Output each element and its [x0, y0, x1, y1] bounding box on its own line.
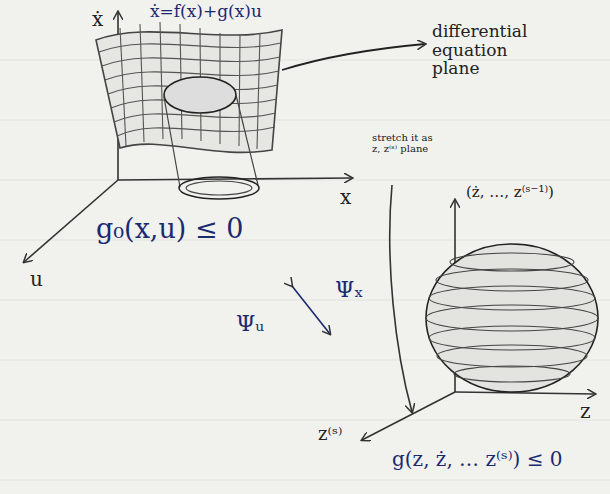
axes-xu	[24, 12, 352, 262]
paper-lines	[0, 60, 610, 480]
leader-arrow	[282, 44, 425, 70]
axis-label: z⁽ˢ⁾	[318, 424, 342, 444]
axis-label: u	[30, 268, 43, 290]
constraint-label: g₀(x,u) ≤ 0	[96, 214, 243, 244]
note-label: differential equation plane	[432, 22, 544, 78]
axis-label: (ż, …, z⁽ˢ⁻¹⁾)	[466, 184, 554, 201]
axis-label: z	[580, 400, 591, 422]
constraint-ellipse	[164, 77, 236, 113]
mapping-arrow	[292, 286, 330, 334]
note-label: stretch it as z, z⁽ˢ⁾ plane	[372, 132, 434, 154]
map-label: Ψₓ	[335, 278, 364, 302]
ellipsoid	[426, 244, 598, 392]
projection-cylinder	[164, 95, 259, 199]
map-label: Ψᵤ	[236, 312, 264, 336]
stretch-arrow	[390, 185, 412, 412]
axis-label: x	[340, 186, 351, 208]
equation-label: ẋ=f(x)+g(x)u	[150, 2, 262, 21]
constraint-label: g(z, ż, … z⁽ˢ⁾) ≤ 0	[392, 448, 563, 470]
surface-grid	[96, 22, 282, 152]
axis-label: ẋ	[92, 8, 103, 30]
